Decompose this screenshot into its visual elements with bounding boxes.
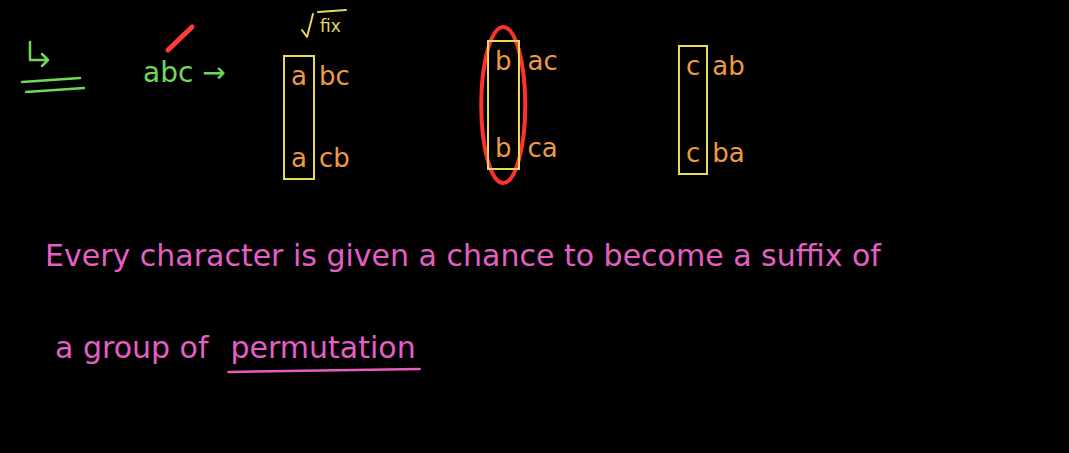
red-slash [168,27,192,50]
prefix-letter: a [291,143,307,174]
permutation-group-box: cc [678,45,708,175]
prefix-letter: c [686,138,700,169]
prefix-letter: c [686,51,700,82]
permutation-group-box: bb [487,40,520,170]
suffix-text: ab [712,51,744,82]
hook-arrow [30,42,48,66]
note-line: a group of [55,330,209,366]
double-underline [22,78,84,92]
fix-note: fix [320,16,341,36]
prefix-letter: b [495,46,512,77]
prefix-letter: a [291,61,307,92]
note-line: Every character is given a chance to bec… [45,238,881,274]
input-string: abc → [143,56,226,90]
permutation-group-box: aa [283,55,315,180]
keyword-underline [229,369,420,372]
prefix-letter: b [495,133,512,164]
suffix-text: ca [528,133,558,164]
suffix-text: cb [319,143,350,174]
note-keyword: permutation [231,330,416,366]
suffix-text: ac [528,46,558,77]
suffix-text: bc [319,61,350,92]
highlight-ellipse [481,27,525,183]
check-mark [302,10,346,37]
suffix-text: ba [712,138,744,169]
